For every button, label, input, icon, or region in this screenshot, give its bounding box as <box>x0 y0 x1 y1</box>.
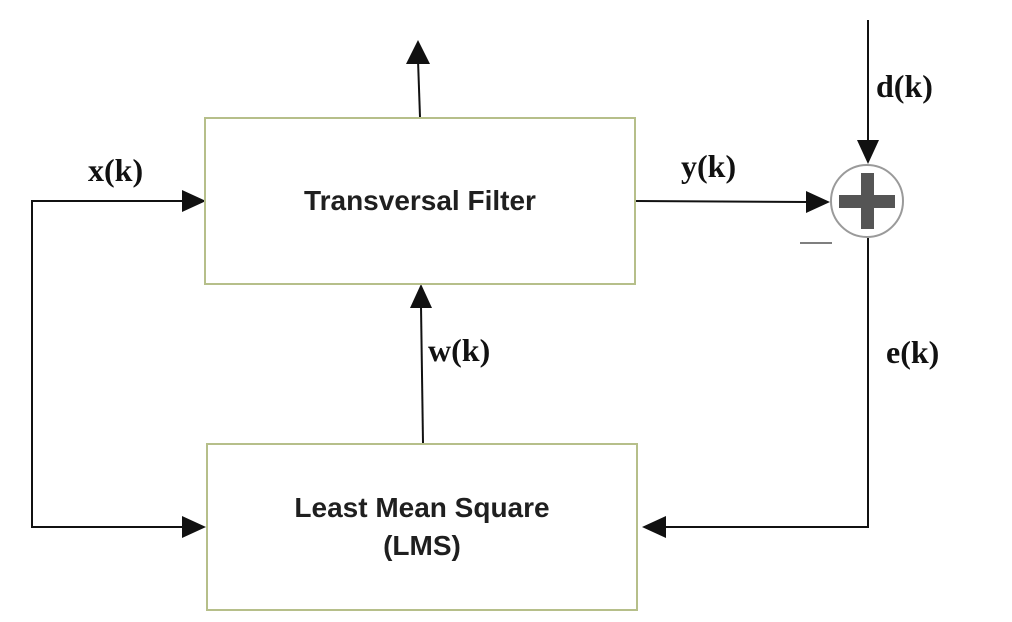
output-y-wire <box>635 191 830 213</box>
lms-label-line1: Least Mean Square <box>294 492 550 524</box>
input-x-wire <box>31 190 206 538</box>
filter-output-arrow <box>406 40 430 118</box>
lms-label-line2: (LMS) <box>383 530 461 561</box>
signal-label-d: d(k) <box>876 68 933 104</box>
plus-icon <box>839 173 895 229</box>
weights-w-wire <box>410 284 432 444</box>
signal-label-x: x(k) <box>88 152 144 188</box>
summing-junction <box>830 164 904 238</box>
signal-label-w: w(k) <box>428 332 491 368</box>
desired-d-wire <box>857 20 879 164</box>
error-e-wire <box>642 238 869 538</box>
transversal-filter-block: Transversal Filter <box>204 117 636 285</box>
lms-block: Least Mean Square (LMS) <box>206 443 638 611</box>
signal-label-e: e(k) <box>886 334 940 370</box>
signal-label-y: y(k) <box>681 148 737 184</box>
filter-label: Transversal Filter <box>304 185 536 217</box>
